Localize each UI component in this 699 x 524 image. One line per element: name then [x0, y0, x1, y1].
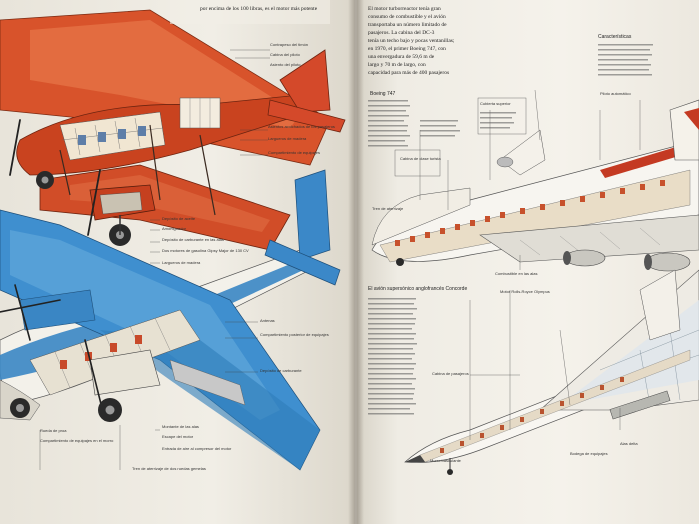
blue-twin-engine-illustration [0, 169, 341, 471]
label-luggage-compartment: Compartimiento de equipajes [268, 150, 320, 155]
label-upper-deck: Cubierta superior [480, 101, 511, 106]
left-top-line: por encima de los 100 libras, es el moto… [200, 6, 318, 12]
side-heading: Características [598, 34, 632, 40]
boeing-caption: Boeing 747 [370, 91, 396, 97]
label-fuel-tank: Depósito de carburante [260, 368, 302, 373]
label-oil-tank: Depósito de aceite [162, 216, 196, 221]
label-pilot-seat: Asiento del piloto [270, 62, 301, 67]
para-line-9: capacidad para más de 400 pasajeros [368, 70, 449, 76]
label-rudder-balance: Contrapeso del timón [270, 42, 308, 47]
para-line-1: El motor turborreactor tenía gran [368, 6, 441, 12]
label-nose-wheel: Rueda de proa [40, 428, 67, 433]
label-olympus-engine: Motor Rolls-Royce Olympus [500, 289, 550, 294]
label-landing-gear: Tren de aterrizaje [372, 206, 404, 211]
concorde-caption: El avión supersónico anglofrancés Concor… [368, 286, 467, 292]
right-page [357, 0, 699, 524]
label-compressor-intake: Entrada de aire al compresor del motor [162, 446, 232, 451]
red-biplane-illustration [0, 9, 346, 251]
para-line-7: una envergadura de 59,6 m de [368, 54, 435, 60]
label-delta-wings: Alas delta [620, 441, 638, 446]
label-wing-strut: Montante de las alas [162, 424, 199, 429]
para-line-8: largo y 70 m de largo, con [368, 62, 426, 68]
label-shock-absorber: Amortiguador [162, 226, 187, 231]
label-boxes [394, 97, 527, 177]
label-passenger-cabin: Cabina de pasajeros [432, 371, 469, 376]
label-pilot-cabin: Cabina del piloto [270, 52, 301, 57]
right-leader-lines [419, 89, 641, 440]
label-tourist-cabin: Cabina de clase turista [400, 156, 441, 161]
right-labels: Piloto automático Cubierta superior Cabi… [372, 91, 638, 463]
label-wing-fuel: Combustible en las alas [495, 271, 537, 276]
left-leader-lines [39, 49, 270, 470]
para-line-4: pasajeros. La cabina del DC-3 [368, 30, 435, 36]
para-line-6: en 1970, el primer Boeing 747, con [368, 46, 446, 52]
label-twin-wheel-gear: Tren de aterrizaje de dos ruedas gemelas [132, 466, 206, 471]
label-autopilot: Piloto automático [600, 91, 631, 96]
label-wing-fuel-tank: Depósito de carburante en las alas [162, 237, 224, 242]
label-cargo-hold: Bodega de equipajes [570, 451, 608, 456]
left-labels: Contrapeso del timón Cabina del piloto A… [40, 42, 335, 471]
label-gipsy-engines: Dos motores de gasolina Gipsy Major de 1… [162, 248, 249, 253]
greeked-text-blocks [368, 44, 653, 415]
label-wooden-spars-2: Largueros de madera [162, 260, 201, 265]
para-line-3: transportaba un número limitado de [368, 22, 447, 28]
label-passenger-seats: Asientos acolchados de los pasajeros [268, 124, 335, 129]
label-nose-luggage: Compartimiento de equipajes en el morro [40, 438, 114, 443]
para-line-2: consumo de combustible y el avión [368, 14, 446, 20]
label-droop-nose: Morro basculante [430, 458, 462, 463]
label-engine-exhaust: Escape del motor [162, 434, 194, 439]
right-paragraph: El motor turborreactor tenía gran consum… [368, 6, 455, 76]
label-antennas: Antenas [260, 318, 275, 323]
left-top-text [170, 0, 330, 24]
book-gutter [348, 0, 364, 524]
label-wooden-spars-1: Largueros de madera [268, 136, 307, 141]
concorde-illustration [404, 269, 699, 475]
boeing-747-illustration [371, 99, 699, 272]
label-rear-luggage: Compartimiento posterior de equipajes [260, 332, 329, 337]
para-line-5: tenía un techo bajo y pocas ventanillas; [368, 38, 455, 44]
